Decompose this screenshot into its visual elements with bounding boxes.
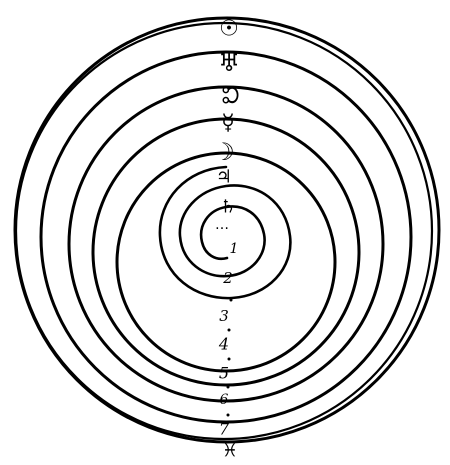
pisces-symbol: ♓ xyxy=(222,441,238,462)
outer-ring-inner xyxy=(14,21,434,441)
sun-symbol: ☉ xyxy=(219,17,239,42)
moon-symbol: ☽ xyxy=(213,138,235,166)
uranus-symbol: ♅ xyxy=(218,49,240,77)
number-5: 5 xyxy=(219,364,229,383)
number-3: 3 xyxy=(219,307,229,325)
dot-mark xyxy=(226,385,230,389)
aspect-symbol: ☊ xyxy=(217,85,242,105)
jupiter-symbol: ♃ xyxy=(216,167,232,188)
inner-spiral xyxy=(158,165,292,300)
number-4: 4 xyxy=(218,335,229,354)
dot-mark xyxy=(227,357,231,361)
number-6: 6 xyxy=(220,392,229,408)
centre-dots: … xyxy=(215,217,229,233)
ring-5 xyxy=(115,151,337,373)
ring-2 xyxy=(39,50,413,424)
number-1: 1 xyxy=(230,241,239,257)
number-7: 7 xyxy=(219,420,230,439)
dot-mark xyxy=(226,413,230,417)
ring-4 xyxy=(91,117,361,387)
ring-3 xyxy=(67,85,385,403)
dot-mark xyxy=(227,328,231,332)
mercury-symbol: ☿ xyxy=(221,111,235,136)
dot-mark xyxy=(229,298,233,302)
number-2: 2 xyxy=(222,269,233,287)
saturn-symbol: ♄ xyxy=(220,197,236,218)
